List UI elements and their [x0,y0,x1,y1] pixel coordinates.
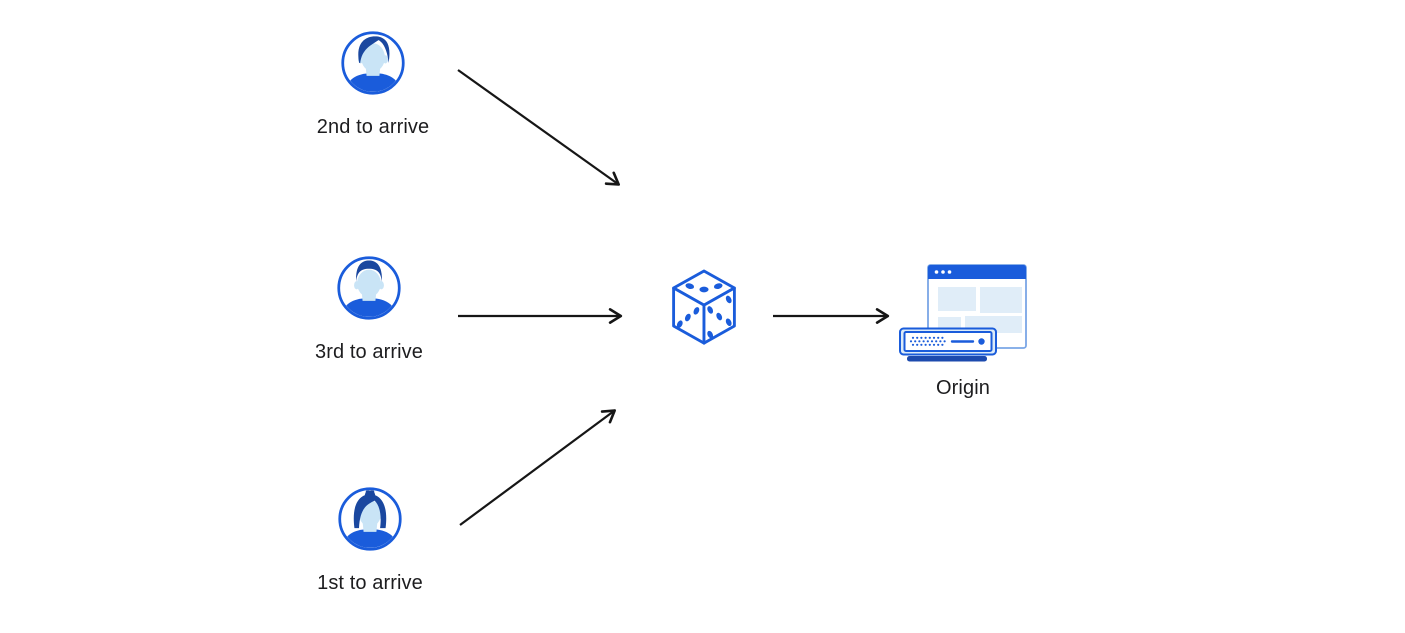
avatar-face [361,43,385,72]
user-label: 3rd to arrive [314,341,423,363]
node-origin: Origin [898,263,1028,400]
server-icon [899,327,997,362]
node-user-first: 1st to arrive [290,486,450,595]
man-swept-hair-avatar-icon [341,31,405,95]
server-vents [909,336,946,346]
woman-bun-avatar-icon [338,487,402,551]
origin-label: Origin [936,377,990,399]
avatar-hair-swept [358,36,390,63]
node-dice [666,268,742,348]
node-user-third: 3rd to arrive [289,255,449,364]
dice-pips-left [676,307,700,328]
server-led [978,338,985,345]
dice-cube [672,269,736,345]
window-dots-icon [934,270,952,274]
arrow-user-first-to-dice [459,409,616,526]
origin-server-icon [899,264,1027,362]
window-content-panels [938,287,1022,333]
user-label: 2nd to arrive [316,116,430,138]
user-label: 1st to arrive [317,572,423,594]
browser-window-icon [927,264,1027,349]
avatar-hair-short [356,260,382,282]
dice-icon [672,269,736,345]
dice-pips-right [707,295,732,339]
arrow-user-second-to-dice [457,69,620,186]
avatar-hair-sides [353,494,387,529]
dice-pips-top [685,283,723,293]
man-short-hair-avatar-icon [337,256,401,320]
node-user-second: 2nd to arrive [293,30,453,139]
server-base [907,356,987,362]
avatar-face [357,269,381,298]
